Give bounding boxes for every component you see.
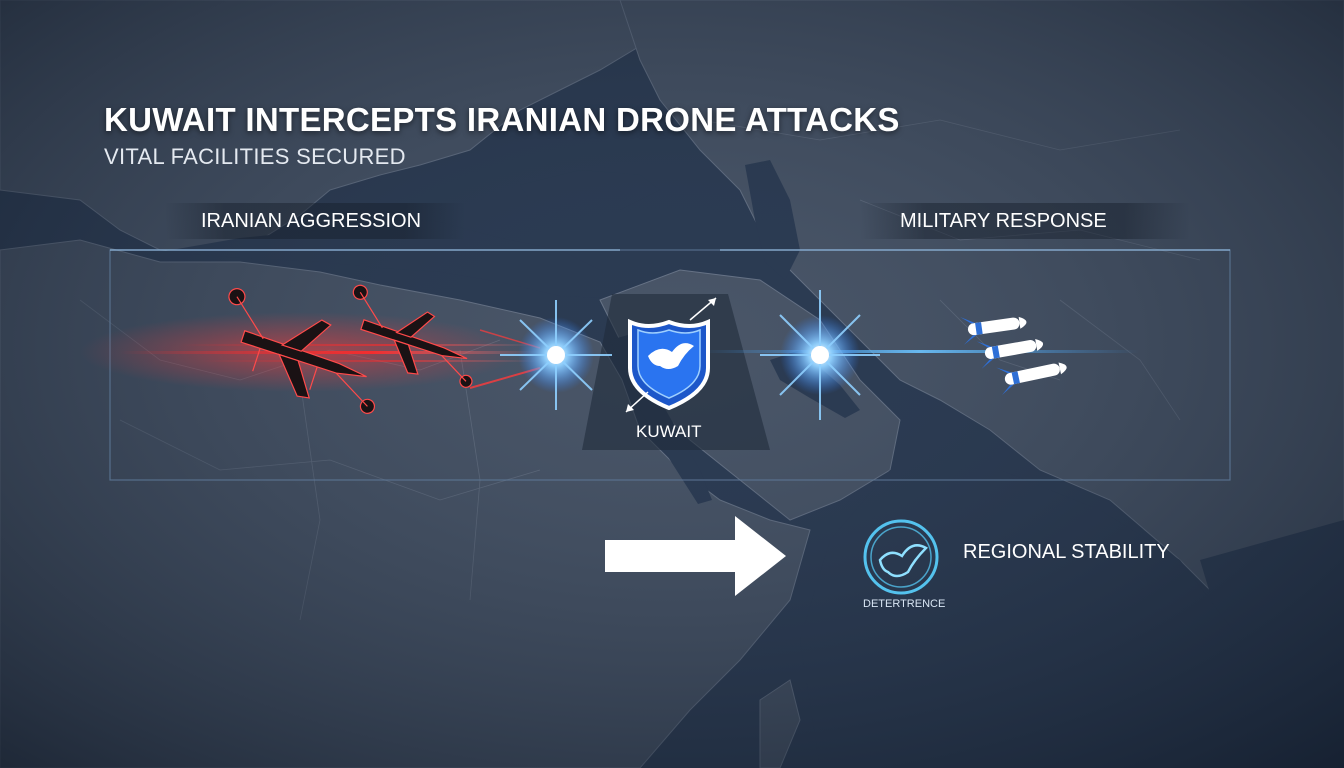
deterrence-caption: DETERTRENCE [863, 598, 946, 610]
attack-drone-icon [228, 284, 473, 414]
subheadline: VITAL FACILITIES SECURED [104, 144, 406, 169]
section-label-iranian-aggression: IRANIAN AGGRESSION [165, 203, 465, 239]
dove-badge-icon [863, 519, 939, 595]
section-label-military-response: MILITARY RESPONSE [860, 203, 1190, 239]
missile-icon [960, 316, 1067, 395]
headline: KUWAIT INTERCEPTS IRANIAN DRONE ATTACKS [104, 101, 900, 138]
kuwait-label: KUWAIT [636, 422, 702, 441]
right-arrow-icon [605, 516, 786, 596]
shield-dove-icon [625, 297, 717, 413]
regional-stability-label: REGIONAL STABILITY [963, 541, 1170, 563]
intercept-flash-left [500, 300, 612, 410]
intercept-flash-right [700, 290, 1140, 420]
